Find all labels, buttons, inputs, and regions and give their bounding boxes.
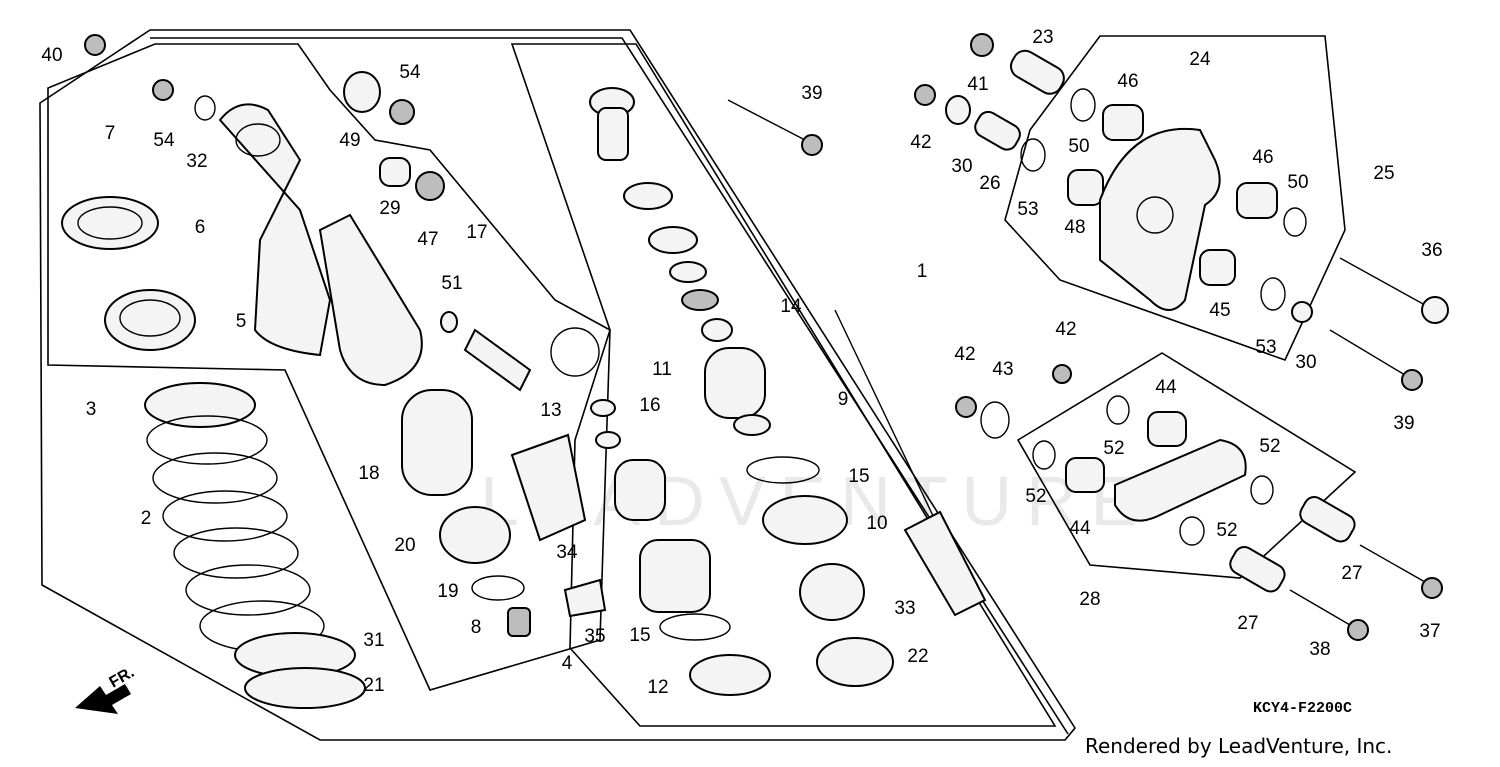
callout-c39b: 39 [1393,413,1414,434]
frame-damper-4 [510,43,1057,727]
callout-c21: 21 [363,675,384,696]
direction-label: FR. [107,664,138,692]
callout-c27a: 27 [1341,563,1362,584]
callout-c30a: 30 [951,156,972,177]
shock-arm-24 [1099,127,1221,311]
valve-8 [507,607,531,637]
callout-c42b: 42 [1055,319,1076,340]
sticker-35 [563,578,607,618]
lock-nut-6 [61,196,159,250]
callout-c10: 10 [866,513,887,534]
callout-c34: 34 [556,542,578,563]
callout-c13: 13 [540,400,561,421]
callout-c52b: 52 [1259,436,1280,457]
callout-c3: 3 [86,399,97,420]
callout-c35: 35 [584,626,605,647]
callout-c44b: 44 [1069,518,1091,539]
callout-c44a: 44 [1155,377,1177,398]
assembly-frames [39,29,1357,741]
rod-hardware [955,364,1356,593]
callout-c53b: 53 [1255,337,1276,358]
callout-c14: 14 [780,296,802,317]
callout-c12: 12 [647,677,668,698]
callout-c42a: 42 [910,132,931,153]
callout-c52d: 52 [1216,520,1237,541]
callout-c36: 36 [1421,240,1442,261]
small-hardware-left [84,34,600,377]
callout-c42c: 42 [954,344,975,365]
circlip-19 [471,575,525,601]
callout-c29: 29 [379,198,400,219]
frame-shock-assembly-1-inner [150,37,1069,735]
frame-shock-body-3 [47,43,611,691]
callout-c15b: 15 [629,625,650,646]
callout-c1: 1 [917,261,928,282]
callout-c50a: 50 [1068,136,1089,157]
damper-stack [589,87,894,696]
callout-c9: 9 [838,389,849,410]
callout-c46a: 46 [1117,71,1138,92]
callout-c47: 47 [417,229,438,250]
frame-rod-28 [1016,352,1357,579]
callout-c48: 48 [1064,217,1085,238]
callout-c51: 51 [441,273,462,294]
callout-c16: 16 [639,395,660,416]
stopper-21 [244,667,366,709]
callout-c54a: 54 [153,130,175,151]
bolts [727,99,1449,641]
callout-c8: 8 [471,617,482,638]
callout-c15a: 15 [848,466,869,487]
damper-rod-9 [834,309,987,617]
render-credit: Rendered by LeadVenture, Inc. [1085,734,1392,758]
callout-c43: 43 [992,359,1013,380]
callout-c54b: 54 [399,62,421,83]
callout-c20: 20 [394,535,415,556]
diagram-code: KCY4-F2200C [1253,700,1352,717]
callout-c25: 25 [1373,163,1394,184]
callout-c2: 2 [141,508,152,529]
bladder-18 [401,389,473,496]
callout-c52c: 52 [1025,486,1046,507]
callout-c31: 31 [363,630,384,651]
callout-c52a: 52 [1103,438,1124,459]
callout-c7: 7 [105,123,116,144]
callout-c53a: 53 [1017,199,1038,220]
callout-c32: 32 [186,151,207,172]
callout-c38: 38 [1309,639,1330,660]
callout-c17: 17 [466,222,487,243]
adjuster-nut-5 [104,289,196,351]
callout-c45: 45 [1209,300,1230,321]
callout-c30b: 30 [1295,352,1316,373]
callout-c22: 22 [907,646,928,667]
callout-c5: 5 [236,311,247,332]
callout-c24: 24 [1189,49,1211,70]
callout-c27b: 27 [1237,613,1258,634]
callout-c33: 33 [894,598,915,619]
callout-c23: 23 [1032,27,1053,48]
callout-c50b: 50 [1287,172,1308,193]
frame-arm-25 [1004,35,1346,361]
callout-c40: 40 [41,45,62,66]
callout-c26: 26 [979,173,1000,194]
callout-c19: 19 [437,581,458,602]
callout-c11: 11 [652,359,672,380]
frame-shock-assembly-1 [39,29,1076,741]
callout-c49: 49 [339,130,360,151]
bump-rubber-20 [439,506,511,564]
front-direction-arrow: FR. [75,664,137,714]
callout-c6: 6 [195,217,206,238]
callout-c18: 18 [358,463,379,484]
callout-c4: 4 [562,653,573,674]
callout-c28: 28 [1079,589,1100,610]
callout-c39a: 39 [801,83,822,104]
callout-c41: 41 [967,74,988,95]
label-34 [510,433,587,542]
spring-2 [144,382,325,652]
arm-hardware [914,33,1313,323]
callout-c46b: 46 [1252,147,1273,168]
callout-c37: 37 [1419,621,1440,642]
shock-body [218,103,532,392]
